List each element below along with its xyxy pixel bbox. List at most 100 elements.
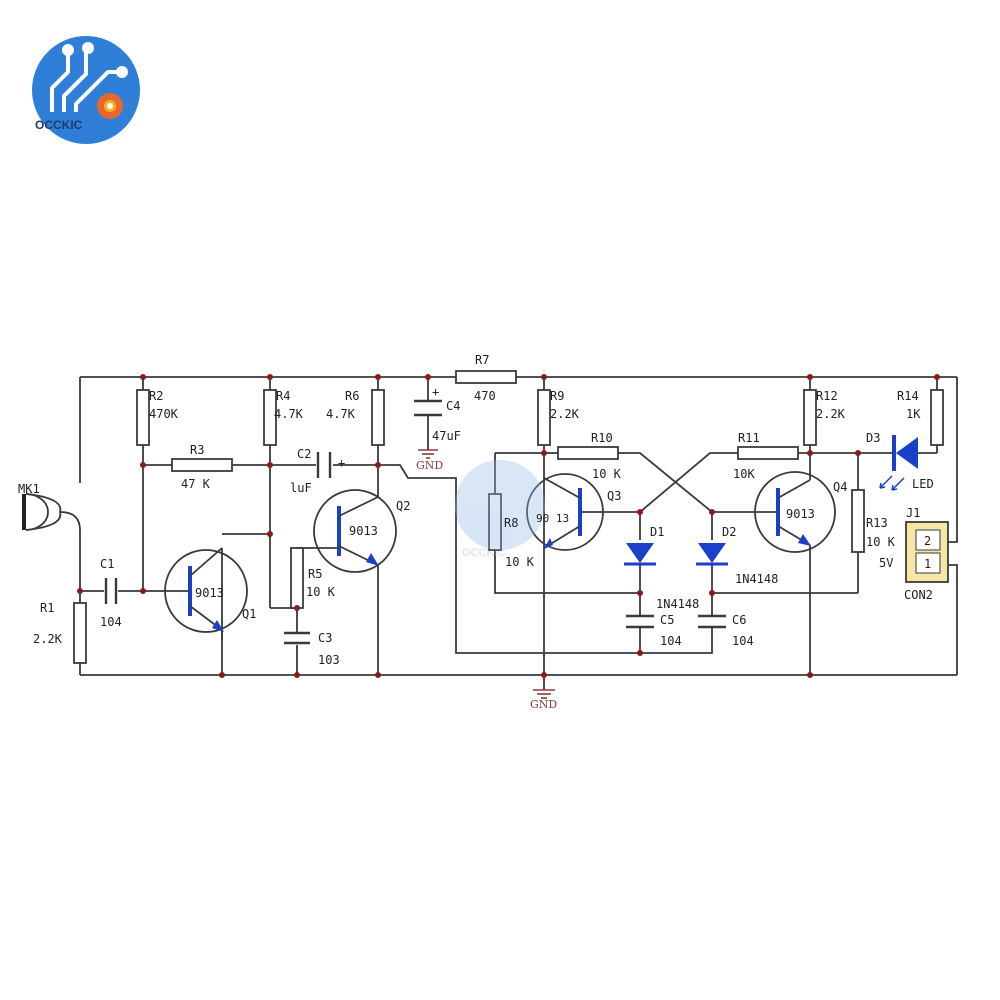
label-c5-val: 104 (660, 634, 682, 648)
led-light-icon (879, 475, 905, 491)
label-c3: C3 (318, 631, 332, 645)
label-r8: R8 (504, 516, 518, 530)
label-c4-val: 47uF (432, 429, 461, 443)
r11-resistor (737, 446, 799, 460)
label-r14: R14 (897, 389, 919, 403)
label-r11-val: 10K (733, 467, 755, 481)
label-q1-type: 9013 (195, 586, 224, 600)
diode-d1 (624, 543, 656, 566)
transistor-q3 (526, 473, 604, 551)
r8-resistor (488, 493, 502, 551)
label-q3-type: 90 13 (536, 512, 569, 525)
c5-capacitor (626, 614, 654, 629)
label-q2-type: 9013 (349, 524, 378, 538)
label-q4: Q4 (833, 480, 847, 494)
label-5v: 5V (879, 556, 893, 570)
transistor-q1 (164, 547, 248, 640)
label-r9: R9 (550, 389, 564, 403)
label-d2-val: 1N4148 (735, 572, 778, 586)
label-d1-val: 1N4148 (656, 597, 699, 611)
label-r5-val: 10 K (306, 585, 336, 599)
r12-resistor (803, 389, 817, 446)
label-d1: D1 (650, 525, 664, 539)
label-r5: R5 (308, 567, 322, 581)
transistor-q2 (310, 489, 397, 573)
label-q4-type: 9013 (786, 507, 815, 521)
microphone-icon (22, 493, 62, 531)
label-r7-val: 470 (474, 389, 496, 403)
ground-symbols (418, 449, 555, 699)
transistor-q4 (754, 471, 836, 553)
label-r8-val: 10 K (505, 555, 535, 569)
c4-capacitor (414, 399, 442, 417)
label-c5: C5 (660, 613, 674, 627)
label-c1-val: 104 (100, 615, 122, 629)
r7-resistor (455, 370, 517, 384)
label-r13: R13 (866, 516, 888, 530)
c1-capacitor (104, 578, 118, 604)
label-c6-val: 104 (732, 634, 754, 648)
label-led: LED (912, 477, 934, 491)
label-d2: D2 (722, 525, 736, 539)
c2-capacitor (316, 452, 332, 478)
diode-d2 (696, 543, 728, 566)
label-r7: R7 (475, 353, 489, 367)
label-r12-val: 2.2K (816, 407, 846, 421)
label-q1: Q1 (242, 607, 256, 621)
label-r10-val: 10 K (592, 467, 622, 481)
gear-icon (97, 93, 123, 119)
label-r9-val: 2.2K (550, 407, 580, 421)
c3-capacitor (284, 631, 310, 645)
label-r14-val: 1K (906, 407, 921, 421)
gnd-top-icon (418, 449, 438, 459)
label-d3: D3 (866, 431, 880, 445)
label-r4: R4 (276, 389, 290, 403)
r13-resistor (851, 489, 865, 553)
label-c4: C4 (446, 399, 460, 413)
label-r1-val: 2.2K (33, 632, 63, 646)
q3-arrow (544, 538, 553, 549)
label-con2: CON2 (904, 588, 933, 602)
r14-resistor (930, 389, 944, 446)
label-r3-val: 47 K (181, 477, 211, 491)
capacitors (104, 399, 726, 645)
watermark-text: OCCKIC (462, 547, 505, 559)
label-c6: C6 (732, 613, 746, 627)
label-r1: R1 (40, 601, 54, 615)
r6-resistor (371, 389, 385, 446)
gnd-bottom-icon (533, 689, 555, 699)
logo-circuit-icon (50, 42, 128, 112)
label-gnd-top: GND (416, 459, 443, 472)
label-c2-plus: + (338, 456, 345, 470)
resistors (73, 370, 944, 664)
component-labels: MK1 R1 2.2K C1 104 R2 470K R3 47 K R4 4.… (18, 353, 934, 711)
label-c3-val: 103 (318, 653, 340, 667)
label-r12: R12 (816, 389, 838, 403)
label-r10: R10 (591, 431, 613, 445)
label-c1: C1 (100, 557, 114, 571)
r2-resistor (136, 389, 150, 446)
r9-resistor (537, 389, 551, 446)
r1-resistor (73, 602, 87, 664)
label-r11: R11 (738, 431, 760, 445)
q2-arrow (366, 553, 379, 566)
c6-capacitor (698, 614, 726, 629)
label-r6-val: 4.7K (326, 407, 356, 421)
label-r3: R3 (190, 443, 204, 457)
led-d3 (879, 435, 918, 491)
label-c4-plus: + (432, 385, 439, 399)
label-r2: R2 (149, 389, 163, 403)
brand-logo: OCCKIC (32, 36, 140, 144)
label-q3: Q3 (607, 489, 621, 503)
watermark: OCCKIC (455, 460, 545, 559)
label-gnd-bottom: GND (530, 698, 557, 711)
label-mk1: MK1 (18, 482, 40, 496)
connector-j1 (905, 521, 949, 583)
junction-nodes (77, 374, 940, 678)
r5-resistor (290, 547, 304, 609)
r4-resistor (263, 389, 277, 446)
label-q2: Q2 (396, 499, 410, 513)
q4-arrow (798, 534, 811, 546)
r3-resistor (171, 458, 233, 472)
